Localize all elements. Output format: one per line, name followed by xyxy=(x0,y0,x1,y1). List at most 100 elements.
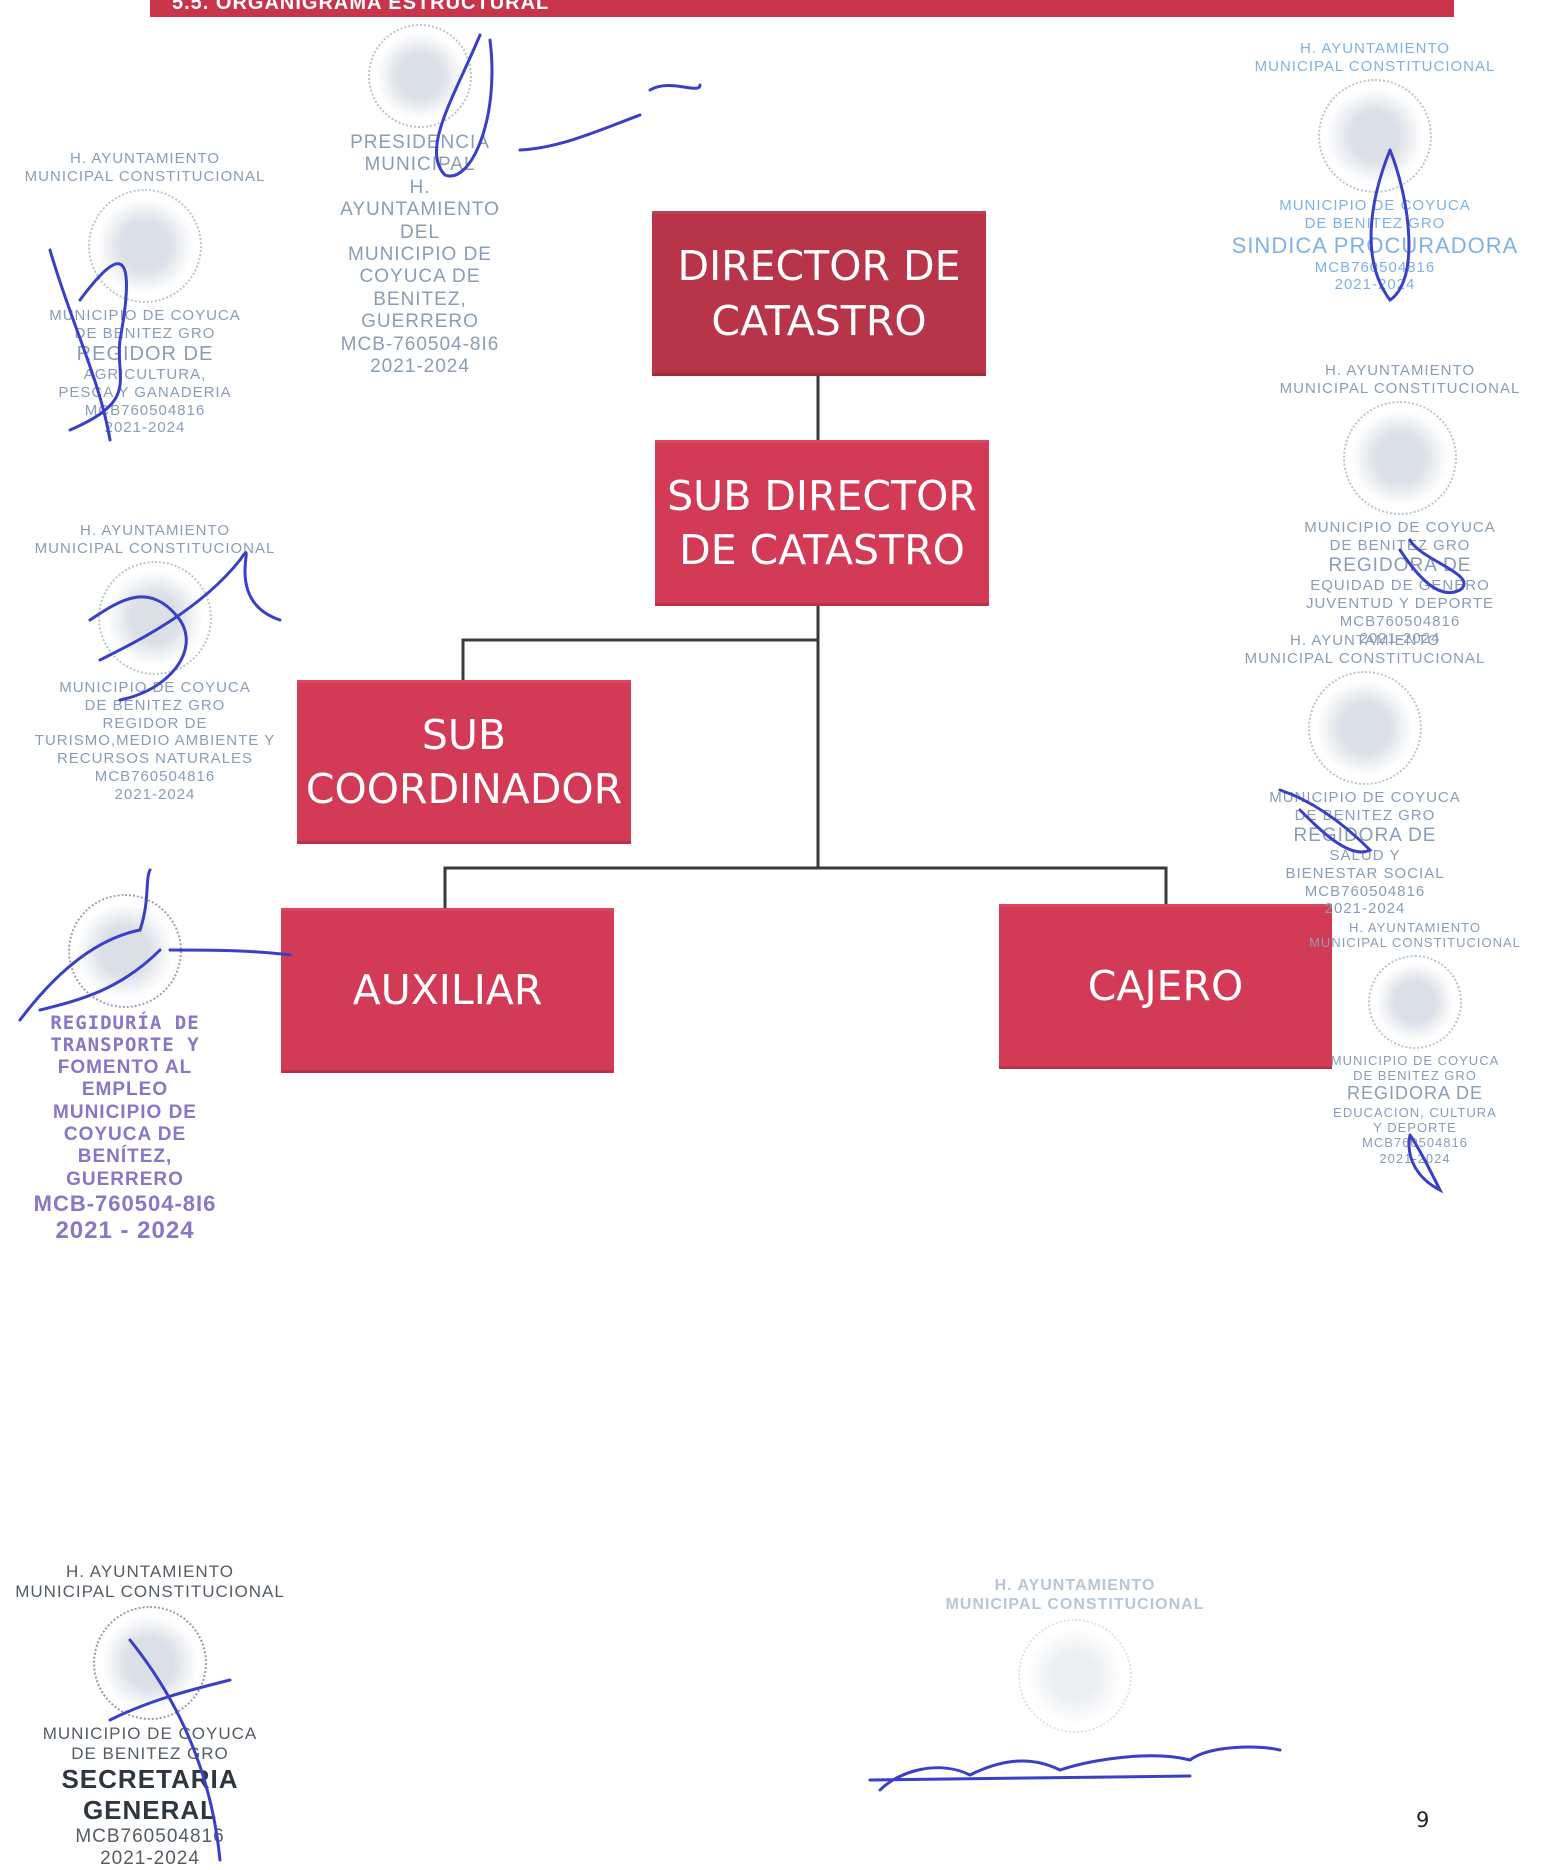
stamp-text-line: MCB760504816 xyxy=(1339,612,1461,630)
stamp-text-line: MUNICIPAL CONSTITUCIONAL xyxy=(1309,935,1521,951)
stamp-text-line: DE BENITEZ GRO xyxy=(84,697,226,715)
connector-subcoordinador xyxy=(461,638,818,680)
stamp-text-line: REGIDURÍA DE xyxy=(50,1012,200,1034)
seal-icon xyxy=(368,24,472,128)
seal-icon xyxy=(88,189,202,304)
seal-icon xyxy=(93,1606,207,1721)
stamp-text-line: H. AYUNTAMIENTO xyxy=(65,1562,235,1581)
stamp-text-line: GUERRERO xyxy=(66,1168,184,1190)
seal-icon xyxy=(1018,1618,1132,1733)
stamp-text-line: 2021 - 2024 xyxy=(55,1217,195,1245)
stamp-text-line: EQUIDAD DE GENERO xyxy=(1310,577,1490,595)
stamp-text-line: MUNICIPIO DE COYUCA xyxy=(49,307,241,325)
stamp-text-line: EDUCACION, CULTURA xyxy=(1333,1104,1497,1120)
stamp-text-line: DE BENITEZ GRO xyxy=(1304,215,1446,233)
stamp-text-line: MUNICIPIO DE COYUCA xyxy=(59,679,251,697)
stamp-text-line: MUNICIPIO DE COYUCA xyxy=(1279,197,1471,215)
seal-icon xyxy=(1368,954,1462,1049)
stamp-text-line: MUNICIPIO DE xyxy=(53,1101,197,1123)
stamp-text-line: H. AYUNTAMIENTO xyxy=(340,176,500,221)
stamp-text-line: MCB760504816 xyxy=(1304,882,1426,900)
section-header-title: 5.5. ORGANIGRAMA ESTRUCTURAL xyxy=(172,0,550,14)
stamp-text-line: DEL xyxy=(400,221,440,243)
stamp-text-line: 2021-2024 xyxy=(1379,1150,1451,1166)
stamp-text-line: SECRETARIA GENERAL xyxy=(61,1764,239,1825)
stamp-text-line: REGIDORA DE xyxy=(1293,824,1437,846)
stamp-text-line: DE BENITEZ GRO xyxy=(71,1744,229,1764)
org-box-cajero-label: CAJERO xyxy=(1087,962,1244,1011)
stamp-text-line: MCB760504816 xyxy=(1362,1135,1468,1151)
stamp-text-line: Y DEPORTE xyxy=(1373,1119,1457,1135)
stamp-text-line: BENITEZ, xyxy=(373,288,467,310)
stamp-text-line: H. AYUNTAMIENTO xyxy=(1299,40,1450,57)
stamp-text-line: REGIDORA DE xyxy=(1328,554,1472,576)
stamp-text-line: TRANSPORTE Y xyxy=(50,1034,200,1057)
stamp-text-line: SALUD Y xyxy=(1329,847,1401,865)
stamp-text-line: COYUCA DE xyxy=(63,1124,187,1146)
stamp-text-line: PESCA Y GANADERIA xyxy=(58,384,232,402)
stamp-text-line: MUNICIPIO DE COYUCA xyxy=(42,1724,258,1744)
stamp-text-line: 2021-2024 xyxy=(1359,630,1441,648)
stamp-text-line: 2021-2024 xyxy=(114,785,196,803)
org-box-sub-director-label: SUB DIRECTOR DE CATASTRO xyxy=(667,471,977,574)
stamp-text-line: MUNICIPAL CONSTITUCIONAL xyxy=(945,1595,1205,1613)
stamp-text-line: BIENESTAR SOCIAL xyxy=(1285,864,1445,882)
stamp-text-line: TURISMO,MEDIO AMBIENTE Y xyxy=(34,732,276,750)
connector-auxiliar-cajero xyxy=(443,866,1168,908)
stamp-text-line: DE BENITEZ GRO xyxy=(74,325,216,343)
stamp-text-line: JUVENTUD Y DEPORTE xyxy=(1305,594,1495,612)
stamp-text-line: MUNICIPAL CONSTITUCIONAL xyxy=(1244,649,1486,667)
org-box-auxiliar: AUXILIAR xyxy=(281,908,614,1073)
section-header-bar: 5.5. ORGANIGRAMA ESTRUCTURAL xyxy=(150,0,1454,17)
stamp-text-line: MUNICIPAL CONSTITUCIONAL xyxy=(1279,379,1521,397)
stamp-text-line: MCB-760504-8I6 xyxy=(340,333,500,355)
stamp-text-line: MUNICIPIO DE COYUCA xyxy=(1330,1052,1500,1068)
stamp-text-line: H. AYUNTAMIENTO xyxy=(994,1577,1156,1594)
stamp-text-line: 2021-2024 xyxy=(370,356,470,378)
stamp-text-line: MUNICIPAL CONSTITUCIONAL xyxy=(24,167,266,185)
stamp-text-line: FOMENTO AL EMPLEO xyxy=(57,1056,193,1101)
stamp-text-line: PRESIDENCIA xyxy=(350,132,490,153)
stamp-text-line: DE BENITEZ GRO xyxy=(1294,807,1436,825)
stamp-text-line: REGIDOR DE xyxy=(102,714,208,732)
stamp-text-line: REGIDORA DE xyxy=(1346,1083,1484,1104)
stamp-text-line: MUNICIPIO DE COYUCA xyxy=(1304,519,1496,537)
stamp-text-line: MUNICIPAL xyxy=(364,154,476,176)
stamp-text-line: 2021-2024 xyxy=(1324,900,1406,918)
stamp-text-line: H. AYUNTAMIENTO xyxy=(69,150,220,167)
org-box-auxiliar-label: AUXILIAR xyxy=(352,966,543,1015)
stamp-text-line: MUNICIPIO DE xyxy=(348,244,492,266)
stamp-regiduria-transporte: REGIDURÍA DE TRANSPORTE Y FOMENTO AL EMP… xyxy=(30,890,220,1246)
stamp-text-line: RECURSOS NATURALES xyxy=(56,750,254,768)
stamp-text-line: H. AYUNTAMIENTO xyxy=(1324,362,1475,379)
stamp-text-line: MUNICIPAL CONSTITUCIONAL xyxy=(15,1582,285,1602)
stamp-text-line: MUNICIPAL CONSTITUCIONAL xyxy=(1254,57,1496,75)
stamp-text-line: 2021-2024 xyxy=(104,419,186,437)
stamp-text-line: MCB-760504-8I6 xyxy=(33,1191,217,1217)
seal-icon xyxy=(1343,401,1457,516)
stamp-text-line: DE BENITEZ GRO xyxy=(1329,537,1471,555)
stamp-text-line: REGIDOR DE xyxy=(76,342,214,365)
org-box-sub-director: SUB DIRECTOR DE CATASTRO xyxy=(655,440,989,606)
org-box-sub-coordinador: SUB COORDINADOR xyxy=(297,680,631,844)
seal-icon xyxy=(98,561,212,676)
stamp-text-line: H. AYUNTAMIENTO xyxy=(1348,920,1481,935)
seal-icon xyxy=(1318,79,1432,194)
org-box-director: DIRECTOR DE CATASTRO xyxy=(652,211,986,376)
stamp-text-line: MCB760504816 xyxy=(94,767,216,785)
seal-icon xyxy=(1308,671,1422,786)
stamp-text-line: MUNICIPIO DE COYUCA xyxy=(1269,789,1461,807)
stamp-text-line: MCB760504816 xyxy=(84,401,206,419)
stamp-text-line: H. AYUNTAMIENTO xyxy=(1289,632,1440,649)
stamp-text-line: SINDICA PROCURADORA xyxy=(1231,232,1519,258)
stamp-text-line: GUERRERO xyxy=(361,311,479,333)
stamp-text-line: AGRICULTURA, xyxy=(83,366,207,384)
org-box-cajero: CAJERO xyxy=(999,904,1332,1069)
